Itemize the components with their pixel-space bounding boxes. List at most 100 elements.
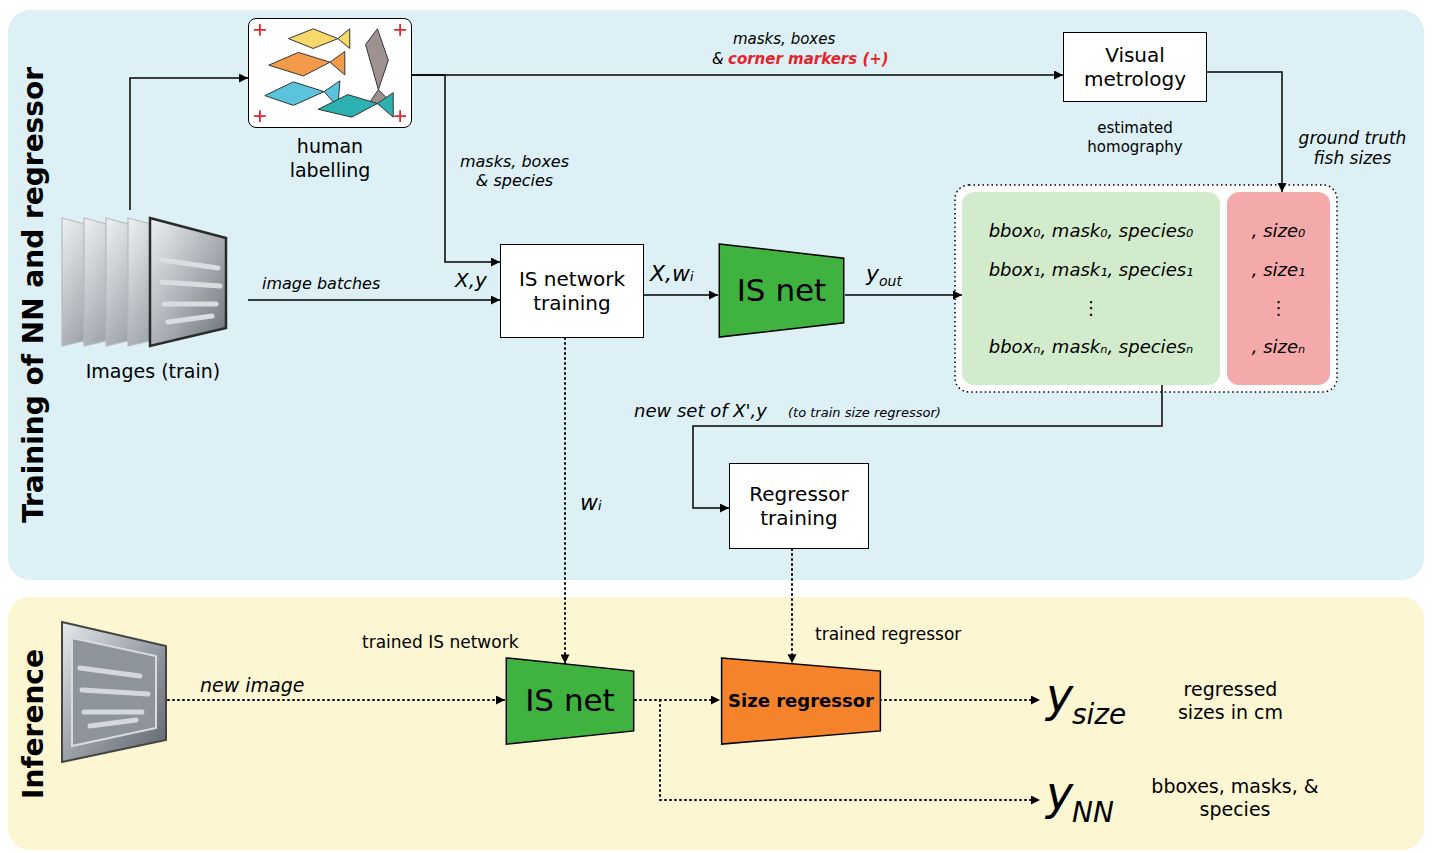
list-row: , sizeₙ <box>1252 336 1306 357</box>
annotation-text: (to train size regressor) <box>788 405 941 420</box>
fish-body <box>269 52 330 76</box>
fish-body <box>318 95 377 118</box>
dotted-connector <box>564 338 566 664</box>
inference-input-arrow <box>168 699 505 701</box>
connector <box>248 299 500 301</box>
edge-label: X,wᵢ <box>650 261 694 286</box>
label-holder: y <box>1046 668 1073 723</box>
edge-label: image batches <box>262 274 380 293</box>
inference-band-ground <box>8 597 1424 850</box>
box-label: IS network training <box>501 267 643 315</box>
edge-label: new set of X',y <box>634 400 767 421</box>
photo-tray <box>72 638 156 746</box>
label-holder: trained regressor <box>815 624 961 644</box>
edge-label: masks, boxes <box>733 30 835 48</box>
shape-label: Size regressor <box>728 690 874 712</box>
fish-shapes <box>162 260 220 322</box>
math-subscript: out <box>879 273 902 289</box>
annotation-text: new image <box>200 674 305 696</box>
regressor-trapezoid: Size regressor <box>720 657 882 745</box>
math-symbol: X,y <box>455 268 487 292</box>
list-row: ⋮ <box>1082 297 1100 318</box>
edge-label: wᵢ <box>580 490 602 515</box>
label-holder: bboxes, masks, & species <box>1150 775 1320 821</box>
fish-shapes <box>80 668 148 726</box>
edge-label: masks, boxes & species <box>460 152 569 190</box>
highlight-text: corner markers (+) <box>728 50 889 68</box>
image-stack: Images (train) <box>58 210 248 390</box>
connector <box>644 294 718 296</box>
fish-illustration <box>249 19 411 127</box>
label-holder: image batches <box>262 274 380 293</box>
shape-label: IS net <box>737 272 827 309</box>
node-caption: human labelling <box>290 135 371 181</box>
list-row: bbox₁, mask₁, species₁ <box>989 259 1194 280</box>
corner-marker <box>394 24 406 36</box>
box-label: Visual metrology <box>1064 43 1206 91</box>
band-title: Training of NN and regressor <box>17 67 50 523</box>
fish-tail <box>338 29 350 49</box>
label-holder: regressed sizes in cm <box>1158 678 1303 724</box>
list-row: , size₀ <box>1252 220 1306 241</box>
size-output-arrow <box>865 699 1040 701</box>
label-holder: ground truth fish sizes <box>1290 128 1415 169</box>
math-symbol: y <box>866 261 879 286</box>
caption-holder: Images (train) <box>58 360 248 382</box>
label-holder: trained IS network <box>362 632 518 652</box>
shape-label: IS net <box>525 682 615 719</box>
node-caption: Images (train) <box>86 360 221 382</box>
fish-body <box>265 82 324 106</box>
annotation-text: trained IS network <box>362 632 518 652</box>
annotation-text: & <box>712 50 724 68</box>
network-trapezoid: IS net <box>718 243 845 338</box>
annotation-text: trained regressor <box>815 624 961 644</box>
fish-body <box>289 29 338 49</box>
label-holder: & <box>712 50 724 68</box>
edge-label: ground truth fish sizes <box>1299 128 1407 168</box>
fish-tail <box>330 51 345 75</box>
process-box: IS network training <box>500 244 644 338</box>
corner-marker <box>394 110 406 122</box>
dotted-connector <box>635 699 720 701</box>
connector <box>130 78 248 210</box>
math-symbol: y <box>1046 668 1073 722</box>
connector <box>412 74 1063 76</box>
box-label: Regressor training <box>730 482 868 530</box>
label-holder: masks, boxes <box>733 30 835 48</box>
label-holder: X,wᵢ <box>650 261 694 287</box>
band-title-holder: Training of NN and regressor <box>17 67 50 523</box>
fish-body <box>366 29 389 90</box>
new-image-picture <box>62 622 166 762</box>
dotted-connector <box>791 549 793 663</box>
annotation-text: bboxes, masks, & species <box>1151 775 1318 820</box>
label-holder: masks, boxes & species <box>452 152 577 190</box>
network-trapezoid: IS net <box>505 657 635 745</box>
image-frame <box>150 218 226 346</box>
corner-marker <box>254 24 266 36</box>
annotation-text: regressed sizes in cm <box>1178 678 1283 723</box>
caption-holder: estimated homography <box>1075 119 1195 157</box>
label-holder: NN <box>1072 796 1114 830</box>
connector <box>1207 72 1282 192</box>
labelling-image: human labelling <box>248 18 412 128</box>
photo-frame <box>62 622 166 762</box>
connector <box>845 294 962 296</box>
node-note: estimated homography <box>1087 119 1182 156</box>
output-group-outline <box>955 185 1337 392</box>
list-row: bbox₀, mask₀, species₀ <box>989 220 1194 241</box>
list-row: ⋮ <box>1270 297 1288 318</box>
label-holder: wᵢ <box>580 490 602 516</box>
trapezoid-outline <box>719 244 843 337</box>
trapezoid-outline <box>506 658 633 744</box>
size-list-box: , size₀ , size₁ ⋮ , sizeₙ <box>1227 192 1330 385</box>
process-box: Visual metrologyestimated homography <box>1063 32 1207 102</box>
list-row: , size₁ <box>1252 259 1306 280</box>
band-title-holder: Inference <box>17 649 50 799</box>
process-box: Regressor training <box>729 463 869 549</box>
math-symbol: y <box>1046 766 1073 820</box>
label-holder: y <box>866 261 879 287</box>
training-band: Training of NN and regressor human labell… <box>8 10 1424 580</box>
training-band-ground <box>8 10 1424 580</box>
